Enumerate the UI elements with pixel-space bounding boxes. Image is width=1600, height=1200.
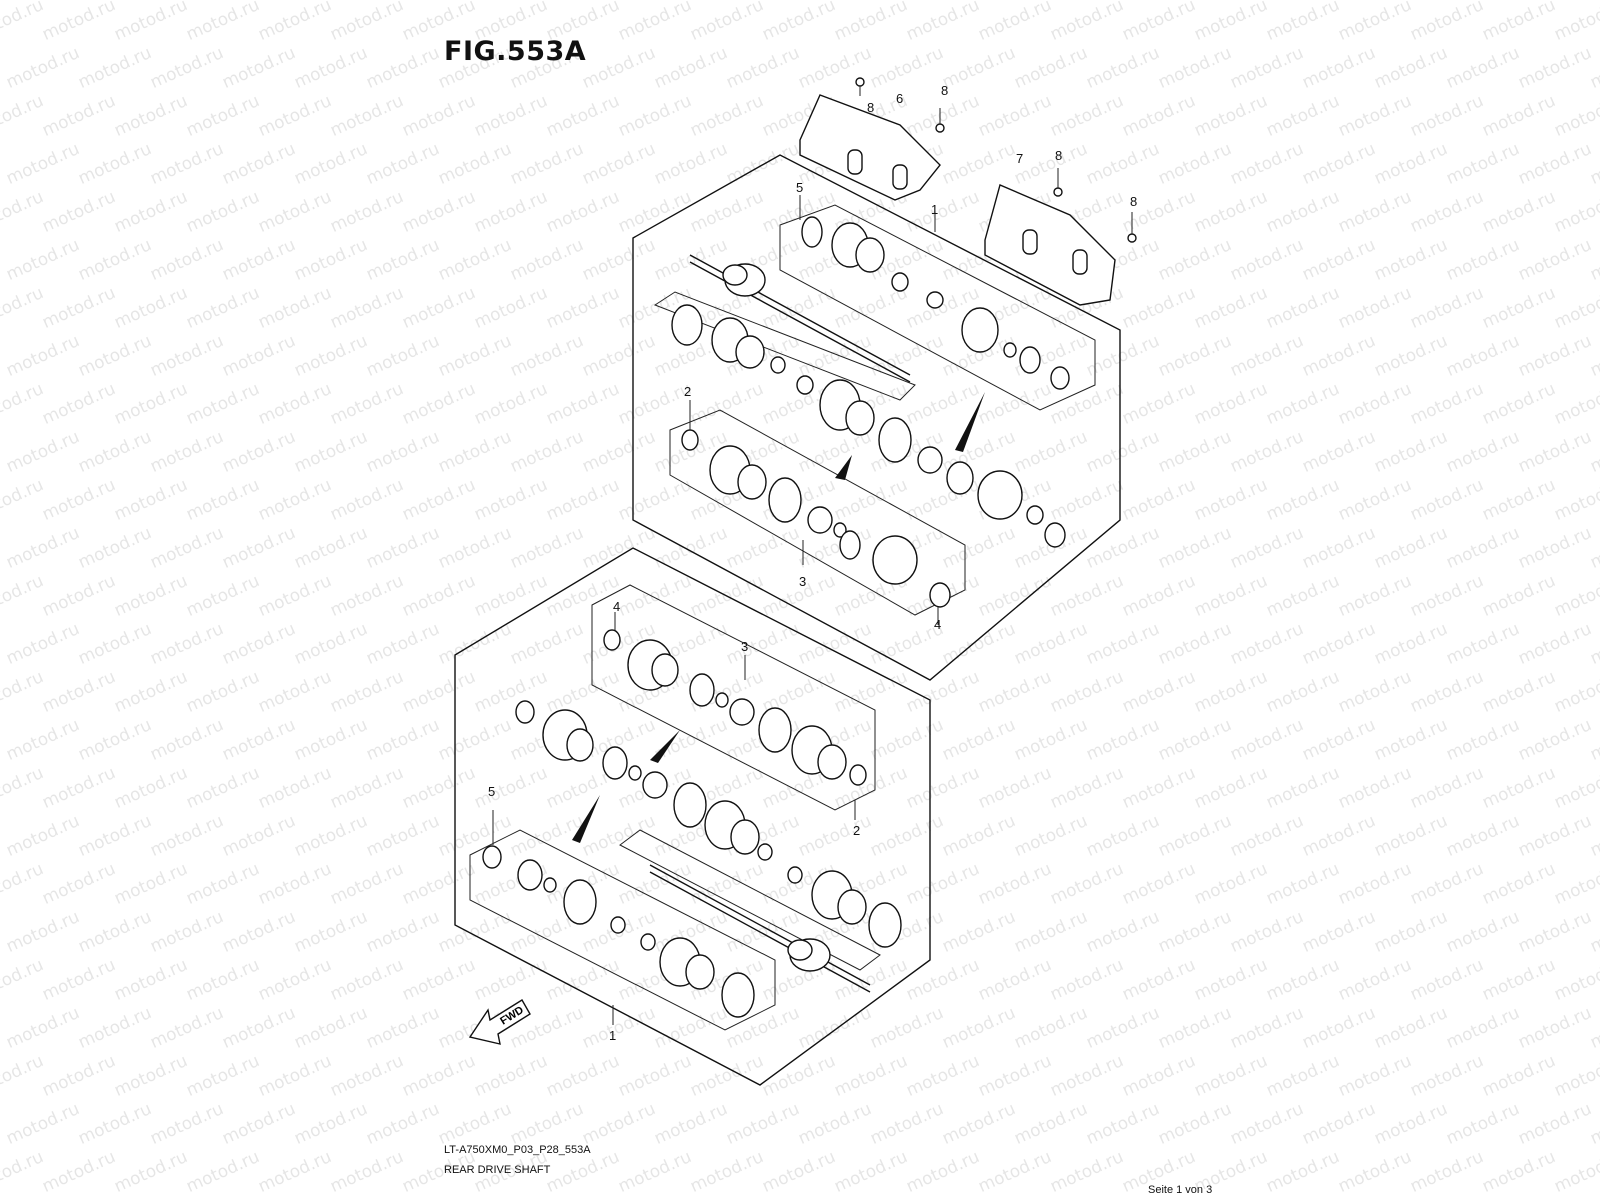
guard-7 [984,184,1116,306]
callout-8-d: 8 [1130,194,1137,209]
callout-1-lower: 1 [609,1028,616,1043]
callout-2-lower: 2 [853,823,860,838]
upper-boot-row-2 [671,304,1066,548]
upper-assembly [632,77,1137,681]
lower-frame [454,547,931,1086]
lower-drive-shaft [649,864,902,993]
callout-5-upper: 5 [796,180,803,195]
bolt-8-c [1053,168,1063,197]
callout-5-lower: 5 [488,784,495,799]
upper-pointer-a [955,392,985,452]
lower-pointer-a [650,730,680,763]
upper-boot-kit-2 [681,429,951,608]
lower-boot-kit-1 [603,629,867,786]
callout-7: 7 [1016,151,1023,166]
callout-labels: 5 6 8 8 7 8 8 1 2 3 4 4 3 2 5 1 [488,83,1137,1043]
callout-6: 6 [896,91,903,106]
fwd-arrow-icon: FWD [468,999,531,1045]
callout-2-upper: 2 [684,384,691,399]
upper-kit-box-1 [779,204,1096,411]
callout-8-c: 8 [1055,148,1062,163]
lower-assembly: FWD [454,547,931,1086]
upper-boot-kit-1 [801,216,1070,390]
callout-3-lower: 3 [741,639,748,654]
upper-kit-box-2 [669,409,966,616]
callout-4-lower: 4 [613,599,620,614]
page-indicator: Seite 1 von 3 [1148,1184,1213,1196]
bolt-8-a [855,77,865,96]
upper-pointer-b [835,455,852,480]
upper-frame [632,154,1121,681]
lower-kit-box-2 [469,829,776,1031]
callout-8-b: 8 [941,83,948,98]
figure-code: LT-A750XM0_P03_P28_553A [444,1144,591,1156]
figure-title: FIG.553A [444,36,587,67]
guard-6 [799,94,941,201]
lower-shaft-box [619,829,881,971]
callout-1-upper: 1 [931,202,938,217]
upper-shaft-box [653,291,916,401]
lower-kit-box-1 [591,584,876,811]
callout-4-upper: 4 [934,617,941,632]
upper-drive-shaft [689,254,911,383]
bolt-8-b [935,108,945,133]
callout-8-a: 8 [867,100,874,115]
lower-boot-kit-2 [482,845,755,1018]
bolt-8-d [1127,212,1137,243]
callout-3-upper: 3 [799,574,806,589]
figure-name: REAR DRIVE SHAFT [444,1164,551,1176]
lower-boot-row-2 [515,700,773,861]
lower-pointer-b [572,795,600,843]
